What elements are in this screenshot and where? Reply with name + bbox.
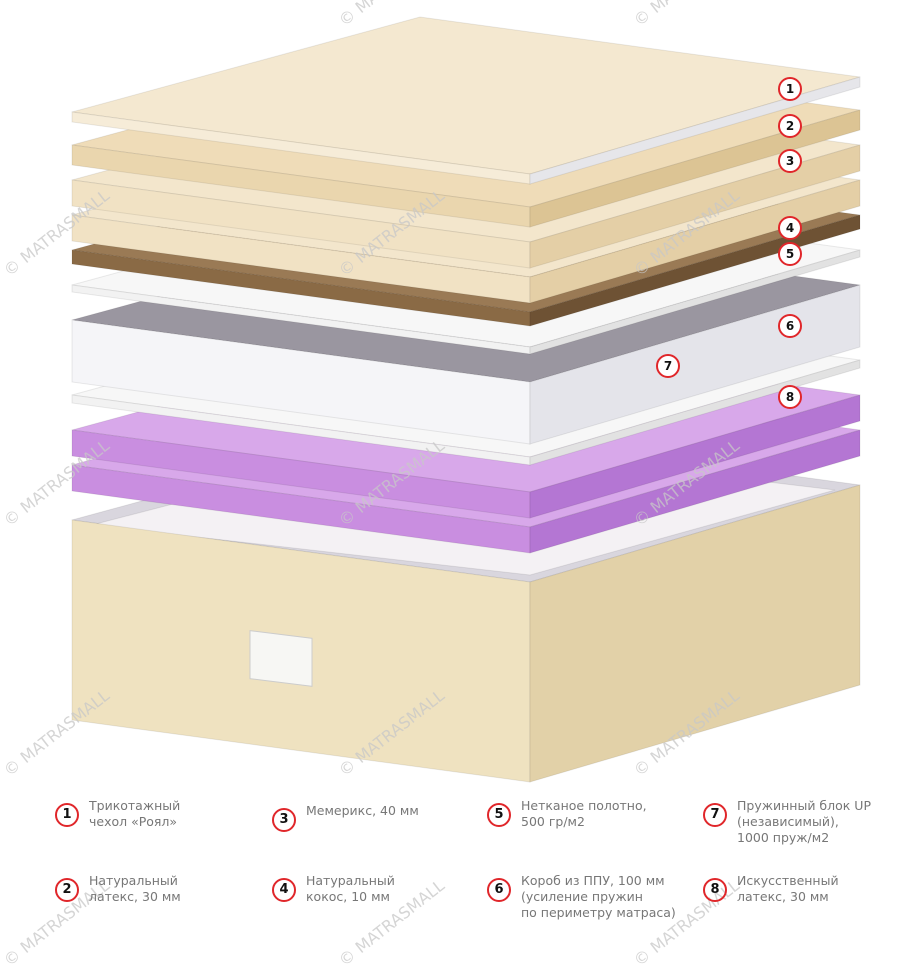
ppu-box-side: [529, 284, 861, 445]
legend-line: Нетканое полотно,: [521, 798, 647, 813]
legend-number-badge: 8: [703, 878, 727, 902]
coconut-side: [529, 214, 861, 327]
legend-line: (независимый),: [737, 814, 839, 829]
callout-4: 4: [778, 216, 802, 240]
latex-lower-side: [529, 429, 861, 554]
legend-number-badge: 6: [487, 878, 511, 902]
legend-number-badge: 7: [703, 803, 727, 827]
legend-item-3: 3 Мемерикс, 40 мм: [272, 803, 419, 832]
legend-line: Трикотажный: [89, 798, 181, 813]
legend-line: латекс, 30 мм: [89, 889, 181, 904]
latex-upper-side: [529, 394, 861, 519]
memorix-upper-side: [529, 144, 861, 269]
nonwoven-lower-side: [529, 359, 861, 466]
legend-line: Короб из ППУ, 100 мм: [521, 873, 665, 888]
callout-1: 1: [778, 77, 802, 101]
legend-text: Мемерикс, 40 мм: [306, 803, 419, 819]
legend-number-badge: 5: [487, 803, 511, 827]
callout-8: 8: [778, 385, 802, 409]
legend-line: (усиление пружин: [521, 889, 643, 904]
legend-item-7: 7 Пружинный блок UP(независимый),1000 пру…: [703, 798, 871, 846]
legend-line: 500 гр/м2: [521, 814, 585, 829]
legend-text: Нетканое полотно,500 гр/м2: [521, 798, 647, 830]
legend-line: по периметру матраса): [521, 905, 676, 920]
legend-line: Пружинный блок UP: [737, 798, 871, 813]
mattress-layers-illustration: [71, 16, 861, 783]
legend-number-badge: 3: [272, 808, 296, 832]
legend-line: Натуральный: [306, 873, 395, 888]
legend-line: Искусственный: [737, 873, 839, 888]
legend-line: 1000 пруж/м2: [737, 830, 830, 845]
callout-5: 5: [778, 242, 802, 266]
legend-number-badge: 2: [55, 878, 79, 902]
cover-side: [529, 76, 861, 185]
legend-number-badge: 1: [55, 803, 79, 827]
legend-number-badge: 4: [272, 878, 296, 902]
legend-line: Мемерикс, 40 мм: [306, 803, 419, 818]
legend-text: Пружинный блок UP(независимый),1000 пруж…: [737, 798, 871, 846]
legend-item-5: 5 Нетканое полотно,500 гр/м2: [487, 798, 647, 830]
legend-line: латекс, 30 мм: [737, 889, 829, 904]
callout-6: 6: [778, 314, 802, 338]
nonwoven-upper-side: [529, 249, 861, 355]
legend-line: кокос, 10 мм: [306, 889, 390, 904]
product-label: [249, 630, 313, 687]
legend-line: чехол «Роял»: [89, 814, 178, 829]
callout-2: 2: [778, 114, 802, 138]
memorix-lower-side: [529, 179, 861, 304]
natural-latex-side: [529, 109, 861, 228]
base-box-side: [529, 484, 861, 783]
callout-3: 3: [778, 149, 802, 173]
callout-7: 7: [656, 354, 680, 378]
legend-line: Натуральный: [89, 873, 178, 888]
